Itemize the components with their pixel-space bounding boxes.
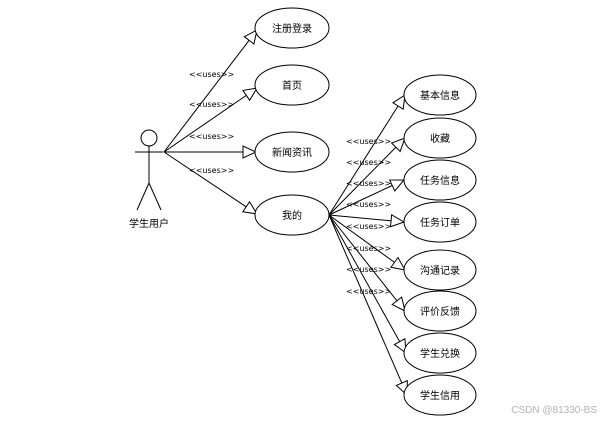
use-case-label: 首页	[282, 79, 302, 92]
uses-label: <<uses>>	[189, 132, 234, 141]
association-line	[328, 214, 392, 222]
mine-associations	[328, 93, 408, 397]
uses-label: <<uses>>	[346, 137, 391, 146]
use-case-news[interactable]: 新闻资讯	[254, 131, 330, 173]
actor-figure	[135, 129, 163, 211]
association-line	[163, 94, 247, 153]
uses-label: <<uses>>	[346, 287, 391, 296]
association-arrowhead	[393, 337, 407, 355]
uses-label: <<uses>>	[346, 158, 391, 167]
use-case-label: 评价反馈	[420, 305, 460, 318]
association-line	[328, 214, 401, 342]
association-arrowhead	[242, 145, 258, 159]
watermark: CSDN @81330-BS	[511, 405, 597, 416]
uses-label: <<uses>>	[346, 265, 391, 274]
uses-label: <<uses>>	[189, 100, 234, 109]
association-line	[163, 151, 247, 208]
association-arrowhead	[390, 137, 406, 153]
use-case-home[interactable]: 首页	[254, 64, 330, 106]
association-line	[328, 214, 395, 263]
use-case-label: 任务信息	[420, 174, 460, 187]
use-case-basic-info[interactable]: 基本信息	[403, 74, 477, 116]
use-case-label: 我的	[282, 209, 302, 222]
use-case-feedback[interactable]: 评价反馈	[403, 290, 477, 332]
uses-label: <<uses>>	[346, 200, 391, 209]
association-arrowhead	[389, 213, 406, 228]
use-case-label: 收藏	[430, 132, 450, 145]
use-case-label: 沟通记录	[420, 264, 460, 277]
association-line	[328, 146, 397, 216]
use-case-task-orders[interactable]: 任务订单	[403, 201, 477, 243]
association-arrowhead	[242, 200, 258, 215]
use-case-task-info[interactable]: 任务信息	[403, 159, 477, 201]
uses-label: <<uses>>	[189, 70, 234, 79]
use-case-student-credit[interactable]: 学生信用	[403, 374, 477, 416]
use-case-label: 任务订单	[420, 216, 460, 229]
use-case-register-login[interactable]: 注册登录	[254, 7, 330, 49]
uses-label: <<uses>>	[346, 222, 391, 231]
actor-name: 学生用户	[129, 217, 169, 230]
use-case-favorites[interactable]: 收藏	[403, 117, 477, 159]
association-arrowhead	[388, 179, 406, 192]
use-case-label: 学生兑换	[420, 347, 460, 360]
use-case-label: 学生信用	[420, 389, 460, 402]
actor-associations	[163, 29, 258, 215]
use-case-label: 基本信息	[420, 89, 460, 102]
association-line	[328, 185, 393, 216]
association-arrowhead	[390, 256, 406, 271]
use-case-communication-records[interactable]: 沟通记录	[403, 249, 477, 291]
association-arrowhead	[242, 87, 258, 102]
uses-label: <<uses>>	[346, 179, 391, 188]
association-line	[328, 214, 403, 384]
use-case-label: 新闻资讯	[272, 146, 312, 159]
association-line	[328, 214, 398, 302]
uses-label: <<uses>>	[189, 166, 234, 175]
association-line	[163, 40, 250, 153]
association-line	[328, 105, 399, 216]
use-case-mine[interactable]: 我的	[254, 194, 330, 236]
association-arrowhead	[391, 296, 406, 312]
use-case-label: 注册登录	[272, 22, 312, 35]
association-arrowhead	[243, 29, 258, 45]
association-arrowhead	[392, 93, 406, 111]
use-case-student-redeem[interactable]: 学生兑换	[403, 332, 477, 374]
uses-label: <<uses>>	[346, 244, 391, 253]
